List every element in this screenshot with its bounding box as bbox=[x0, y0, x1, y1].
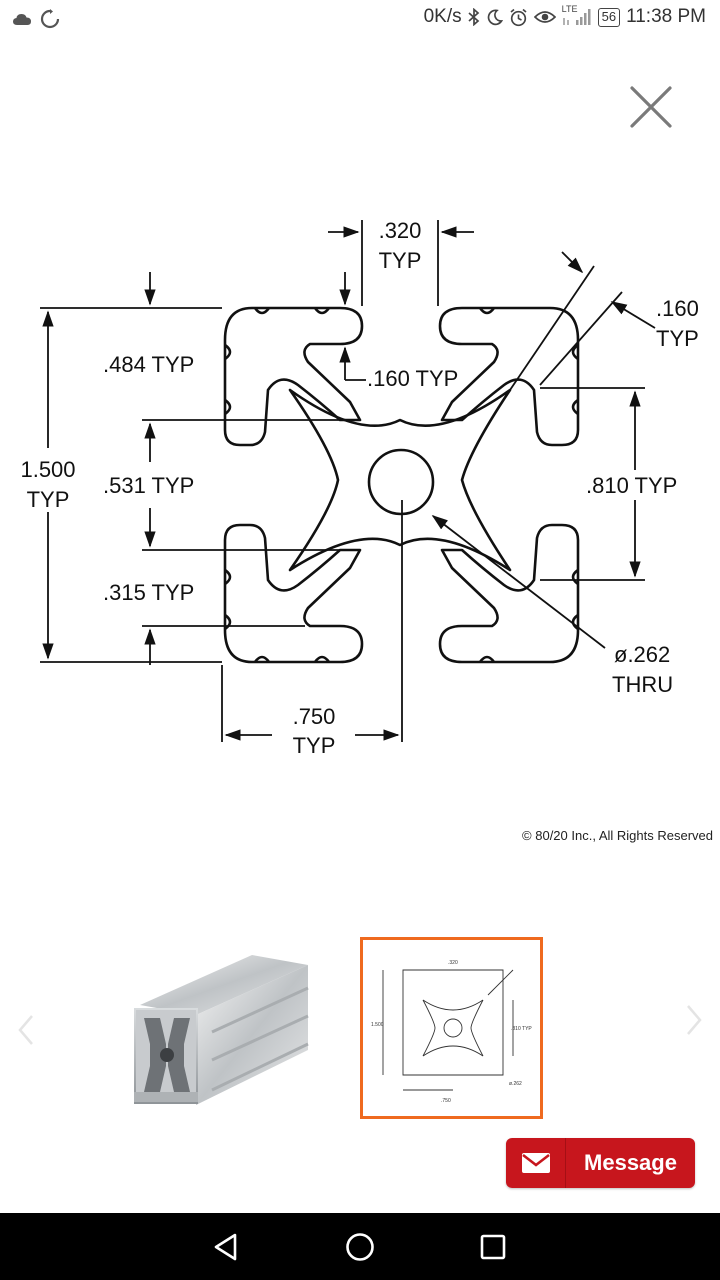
recents-icon bbox=[480, 1234, 506, 1260]
message-button-label: Message bbox=[584, 1150, 677, 1175]
message-button[interactable]: Message bbox=[506, 1138, 695, 1188]
chevron-left-icon bbox=[18, 1015, 33, 1045]
label-center-offset-typ: TYP bbox=[293, 733, 336, 758]
recents-button[interactable] bbox=[475, 1229, 511, 1265]
eye-icon bbox=[533, 11, 556, 23]
label-overall-typ: TYP bbox=[27, 487, 70, 512]
label-hole-dia: ø.262 bbox=[614, 642, 670, 667]
navigation-bar bbox=[0, 1213, 720, 1280]
thumbnail-next-button[interactable] bbox=[682, 1000, 708, 1040]
label-center-offset: .750 bbox=[293, 704, 336, 729]
center-hole bbox=[367, 448, 435, 516]
drawing-thumbnail-image: .320 1.500 .810 TYP .750 ø.262 bbox=[371, 960, 532, 1104]
label-top-width: .320 bbox=[379, 218, 422, 243]
thumb-label-slot: .810 TYP bbox=[511, 1026, 532, 1032]
close-button[interactable] bbox=[626, 82, 676, 132]
signal-group: LTE bbox=[562, 4, 592, 26]
status-bar: 0K/s LTE 56 11:38 PM bbox=[0, 0, 720, 40]
profile-center bbox=[288, 388, 512, 572]
profile-corner-bl bbox=[223, 523, 364, 664]
thumbnail-drawing-selected[interactable]: .320 1.500 .810 TYP .750 ø.262 bbox=[360, 937, 543, 1119]
label-top-width-typ: TYP bbox=[379, 248, 422, 273]
label-slot-depth: .484 TYP bbox=[103, 352, 194, 377]
bluetooth-icon bbox=[468, 8, 479, 26]
back-button[interactable] bbox=[208, 1229, 244, 1265]
network-type: LTE bbox=[561, 4, 578, 14]
status-time: 11:38 PM bbox=[626, 6, 706, 27]
home-button[interactable] bbox=[342, 1229, 378, 1265]
thumb-label-hole: ø.262 bbox=[509, 1081, 522, 1087]
label-hole-thru: THRU bbox=[612, 672, 673, 697]
message-icon-area bbox=[506, 1138, 566, 1188]
signal-icon bbox=[562, 9, 591, 25]
copyright-notice: © 80/20 Inc., All Rights Reserved bbox=[522, 828, 713, 843]
status-left bbox=[12, 9, 60, 29]
label-bottom-depth: .315 TYP bbox=[103, 580, 194, 605]
label-slot-lip: .160 TYP bbox=[367, 366, 458, 391]
label-corner-lip: .160 bbox=[656, 296, 699, 321]
status-right: 0K/s LTE 56 11:38 PM bbox=[423, 4, 706, 28]
label-overall: 1.500 bbox=[20, 457, 75, 482]
extrusion-drawing: .320 TYP .484 TYP .160 TYP .160 TYP 1.50… bbox=[20, 218, 699, 758]
profile-corner-br bbox=[438, 523, 580, 664]
thumbnail-prev-button[interactable] bbox=[12, 1010, 38, 1050]
home-icon bbox=[346, 1233, 374, 1261]
thumb-label-overall: 1.500 bbox=[371, 1022, 384, 1028]
close-icon bbox=[630, 86, 672, 128]
label-slot-open: .531 TYP bbox=[103, 473, 194, 498]
thumbnail-photo[interactable] bbox=[122, 940, 318, 1118]
moon-icon bbox=[487, 9, 503, 25]
thumb-label-top: .320 bbox=[448, 960, 458, 966]
mail-icon bbox=[521, 1153, 550, 1173]
profile-corner-tl bbox=[223, 306, 364, 447]
back-icon bbox=[214, 1233, 237, 1261]
label-slot-width: .810 TYP bbox=[586, 473, 677, 498]
profile-corner-tr bbox=[438, 306, 580, 447]
cloud-icon bbox=[13, 14, 31, 25]
label-corner-lip-typ: TYP bbox=[656, 326, 699, 351]
chevron-right-icon bbox=[687, 1005, 702, 1035]
sync-icon bbox=[40, 9, 60, 29]
extrusion-photo-image bbox=[134, 955, 309, 1105]
network-speed: 0K/s bbox=[423, 6, 462, 27]
battery-indicator: 56 bbox=[597, 7, 621, 27]
thumb-label-offset: .750 bbox=[441, 1098, 451, 1104]
alarm-icon bbox=[510, 8, 527, 26]
